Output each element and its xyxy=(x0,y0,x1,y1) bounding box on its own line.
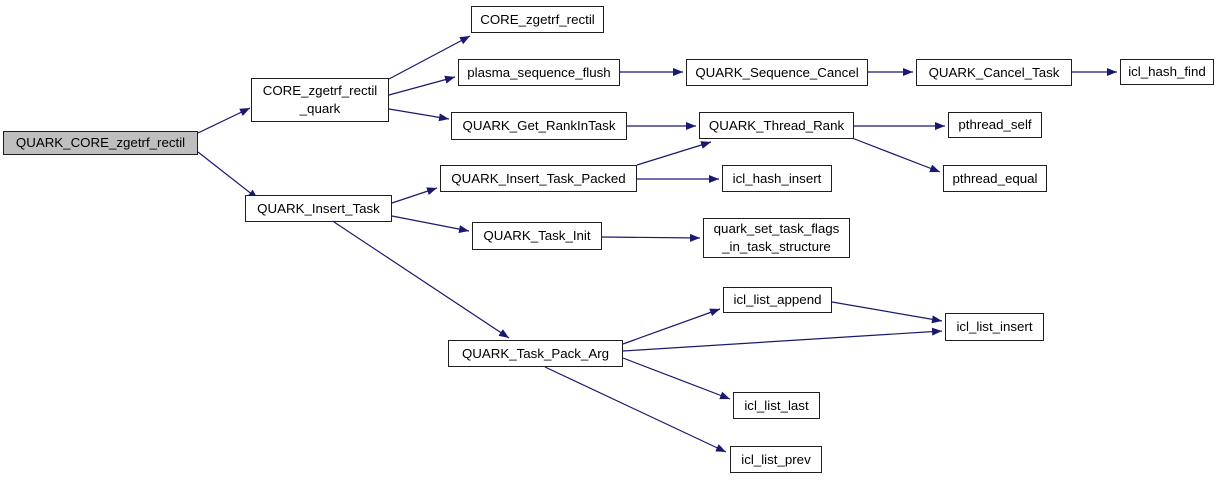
node-icl-list-last[interactable]: icl_list_last xyxy=(733,392,820,419)
node-icl-list-prev[interactable]: icl_list_prev xyxy=(730,446,822,473)
node-label: quark_set_task_flags _in_task_structure xyxy=(713,221,840,254)
node-label: QUARK_Thread_Rank xyxy=(708,117,845,133)
node-label: pthread_self xyxy=(958,117,1032,133)
edge-quark-to-plasma-sequence-flush xyxy=(388,75,456,96)
edge-icl-list-append-to-icl-list-insert xyxy=(831,301,943,324)
edge-pack-arg-to-icl-list-last xyxy=(622,357,731,400)
node-quark-insert-task-packed[interactable]: QUARK_Insert_Task_Packed xyxy=(440,165,637,192)
edge-root-to-core-zgetrf-rectil-quark xyxy=(197,107,251,134)
node-quark-task-init[interactable]: QUARK_Task_Init xyxy=(472,222,602,250)
node-quark-get-rankintask[interactable]: QUARK_Get_RankInTask xyxy=(451,112,627,140)
node-label: QUARK_Task_Pack_Arg xyxy=(461,345,610,361)
node-label: QUARK_Cancel_Task xyxy=(928,64,1060,80)
node-label: icl_list_append xyxy=(733,292,822,308)
node-quark-set-task-flags-in-task-structure[interactable]: quark_set_task_flags _in_task_structure xyxy=(703,218,850,258)
node-label: icl_list_insert xyxy=(956,319,1033,335)
node-quark-thread-rank[interactable]: QUARK_Thread_Rank xyxy=(699,112,854,139)
node-label: icl_hash_find xyxy=(1128,64,1206,80)
node-label: QUARK_Task_Init xyxy=(483,228,591,244)
edge-pack-arg-to-icl-list-append xyxy=(622,308,721,345)
node-quark-insert-task[interactable]: QUARK_Insert_Task xyxy=(245,195,392,222)
node-pthread-equal[interactable]: pthread_equal xyxy=(943,165,1047,192)
edge-root-to-quark-insert-task xyxy=(197,151,259,200)
edge-insert-task-packed-to-thread-rank xyxy=(636,141,712,166)
node-label: QUARK_Sequence_Cancel xyxy=(695,64,859,80)
edge-insert-task-to-insert-task-packed xyxy=(391,187,438,204)
edge-insert-task-to-task-pack-arg xyxy=(333,221,510,339)
node-label: icl_hash_insert xyxy=(732,170,822,186)
node-label: CORE_zgetrf_rectil _quark xyxy=(262,83,378,116)
node-pthread-self[interactable]: pthread_self xyxy=(948,112,1042,138)
edge-pack-arg-to-icl-list-insert xyxy=(622,327,943,352)
node-plasma-sequence-flush[interactable]: plasma_sequence_flush xyxy=(458,59,620,86)
edge-pack-arg-to-icl-list-prev xyxy=(544,366,727,453)
node-label: pthread_equal xyxy=(952,170,1038,186)
node-label: CORE_zgetrf_rectil xyxy=(480,11,595,27)
node-icl-hash-insert[interactable]: icl_hash_insert xyxy=(722,165,832,192)
node-icl-list-insert[interactable]: icl_list_insert xyxy=(945,313,1044,341)
edge-insert-task-to-task-init xyxy=(391,215,470,234)
node-icl-hash-find[interactable]: icl_hash_find xyxy=(1120,59,1214,85)
node-quark-sequence-cancel[interactable]: QUARK_Sequence_Cancel xyxy=(686,59,868,86)
node-label: QUARK_Insert_Task_Packed xyxy=(451,170,626,186)
edge-thread-rank-to-pthread-equal xyxy=(851,137,941,173)
edge-quark-to-core-zgetrf-rectil xyxy=(388,35,471,80)
node-quark-core-zgetrf-rectil: QUARK_CORE_zgetrf_rectil xyxy=(3,131,198,155)
node-label: QUARK_Get_RankInTask xyxy=(462,118,616,134)
edge-task-init-to-set-task-flags xyxy=(601,233,701,242)
node-label: QUARK_CORE_zgetrf_rectil xyxy=(15,135,186,151)
node-label: icl_list_prev xyxy=(741,451,811,467)
node-label: icl_list_last xyxy=(744,397,809,413)
node-icl-list-append[interactable]: icl_list_append xyxy=(723,287,832,313)
node-quark-cancel-task[interactable]: QUARK_Cancel_Task xyxy=(916,59,1072,86)
edge-quark-to-quark-get-rankintask xyxy=(388,108,450,122)
node-label: QUARK_Insert_Task xyxy=(257,200,380,216)
node-label: plasma_sequence_flush xyxy=(467,64,611,80)
node-core-zgetrf-rectil-quark[interactable]: CORE_zgetrf_rectil _quark xyxy=(251,78,389,122)
node-core-zgetrf-rectil[interactable]: CORE_zgetrf_rectil xyxy=(471,6,604,33)
node-quark-task-pack-arg[interactable]: QUARK_Task_Pack_Arg xyxy=(448,340,623,367)
